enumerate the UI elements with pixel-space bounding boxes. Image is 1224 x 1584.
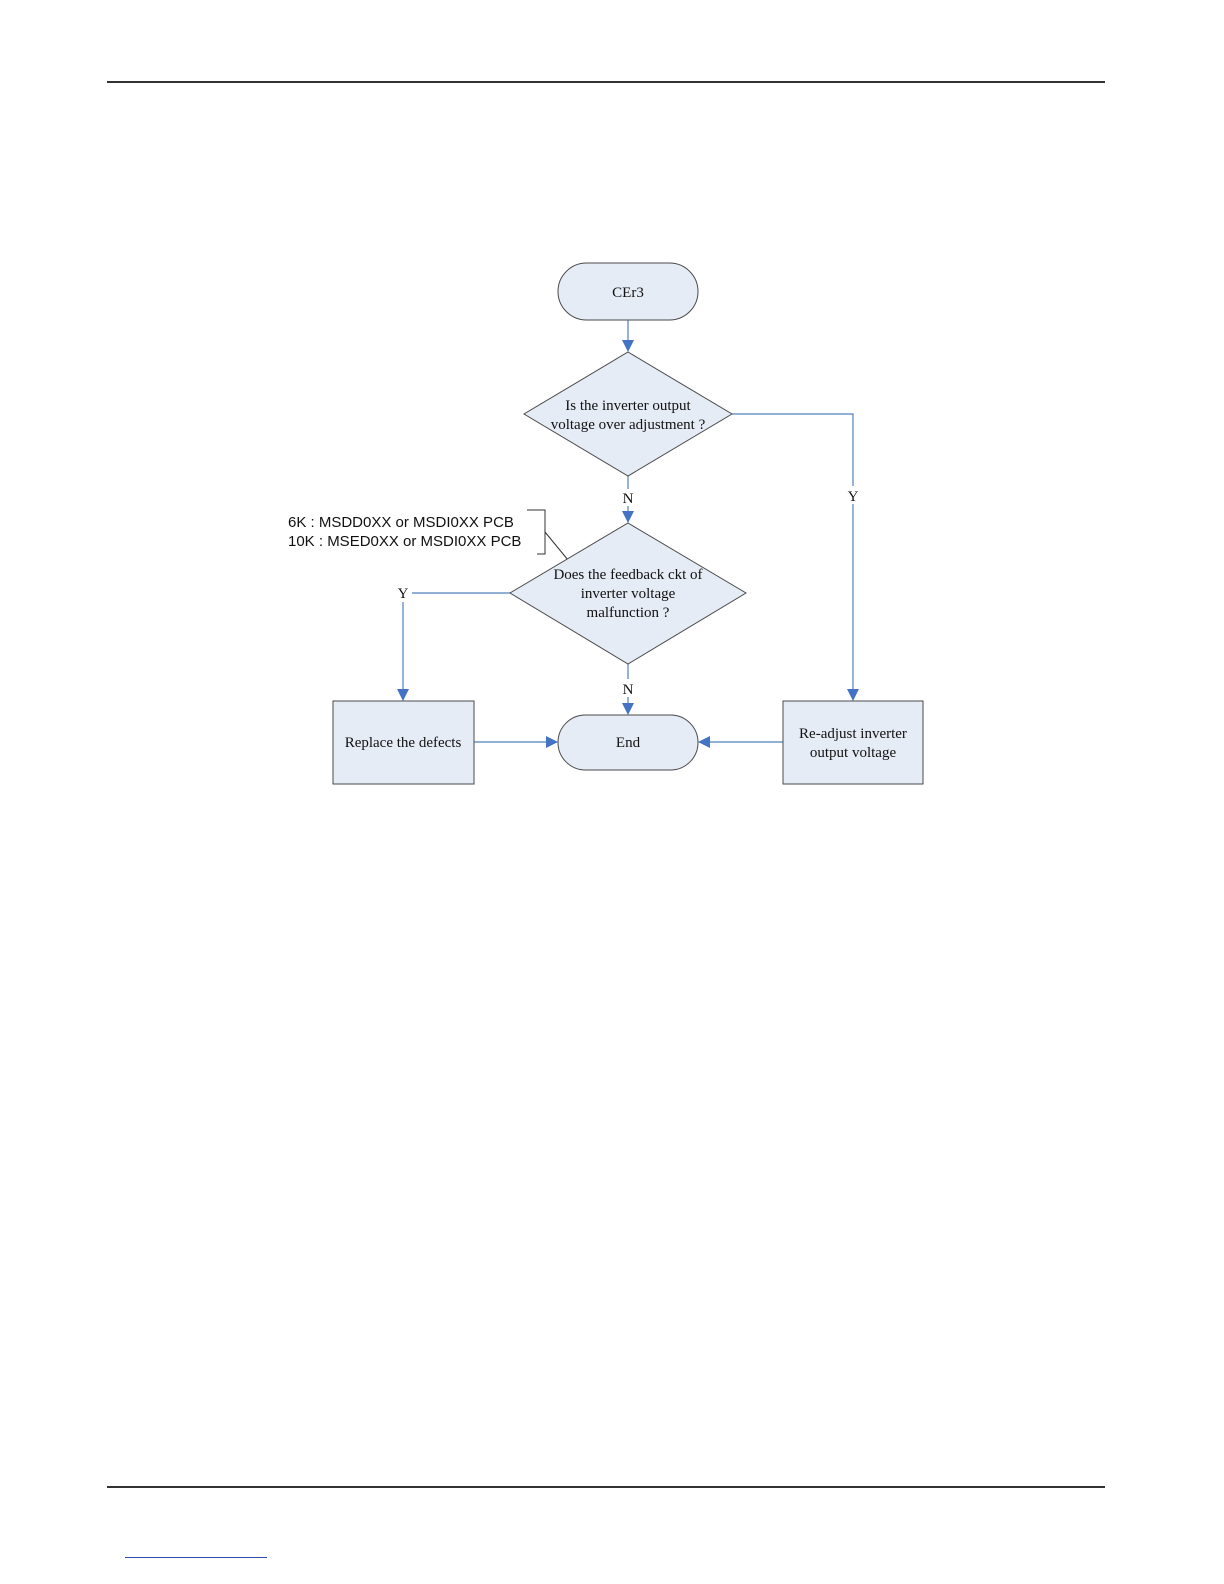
decision-voltage-over-adjustment: Is the inverter output voltage over adju… (524, 352, 732, 476)
decision1-no-label: N (623, 491, 634, 507)
arrowhead-end-right (698, 736, 710, 748)
arrowhead-end-top (622, 703, 634, 715)
arrowhead-decision2 (622, 511, 634, 523)
arrowhead-replace (397, 689, 409, 701)
readjust-line2: output voltage (810, 745, 897, 761)
edge-decision1-yes-top (732, 414, 853, 486)
replace-label: Replace the defects (345, 735, 462, 751)
footer-rule (107, 1486, 1105, 1488)
note-bracket (527, 510, 545, 554)
note-line-6k: 6K : MSDD0XX or MSDI0XX PCB (288, 514, 514, 531)
note-line-10k: 10K : MSED0XX or MSDI0XX PCB (288, 533, 521, 550)
decision1-yes-label: Y (848, 489, 859, 505)
decision1-line1: Is the inverter output (565, 398, 691, 414)
process-replace-defects: Replace the defects (333, 701, 474, 784)
readjust-line1: Re-adjust inverter (799, 726, 907, 742)
footer-link-underline[interactable] (125, 1557, 267, 1558)
pcb-note: 6K : MSDD0XX or MSDI0XX PCB 10K : MSED0X… (288, 510, 545, 554)
note-connector (545, 532, 568, 560)
arrowhead-readjust (847, 689, 859, 701)
decision2-line2: inverter voltage (581, 586, 676, 602)
decision1-line2: voltage over adjustment ? (551, 417, 706, 433)
decision2-line1: Does the feedback ckt of (553, 567, 702, 583)
decision2-no-label: N (623, 682, 634, 698)
decision2-line3: malfunction ? (587, 605, 670, 621)
arrowhead-decision1 (622, 340, 634, 352)
start-terminal: CEr3 (558, 263, 698, 320)
decision2-yes-label: Y (398, 586, 409, 602)
start-label: CEr3 (612, 285, 644, 301)
arrowhead-end-left (546, 736, 558, 748)
end-terminal: End (558, 715, 698, 770)
process-readjust-voltage: Re-adjust inverter output voltage (783, 701, 923, 784)
end-label: End (616, 735, 641, 751)
